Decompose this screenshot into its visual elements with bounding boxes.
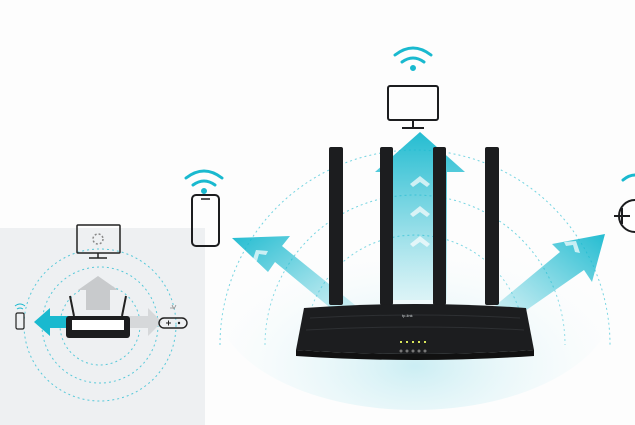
chevron-marks bbox=[252, 176, 580, 262]
router-antennas bbox=[329, 147, 499, 305]
wifi-icon bbox=[184, 46, 635, 194]
small-monitor-icon bbox=[76, 224, 121, 259]
add-device-icon bbox=[614, 199, 635, 233]
status-leds bbox=[400, 341, 426, 343]
game-controller-icon bbox=[158, 304, 188, 329]
brand-logo: tp-link bbox=[402, 313, 413, 318]
status-icons bbox=[399, 349, 427, 353]
right-beam-arrow bbox=[490, 234, 605, 325]
inset-up-arrow bbox=[78, 276, 118, 310]
monitor-icon bbox=[387, 85, 439, 129]
small-phone-icon bbox=[14, 303, 26, 330]
inset-left-arrow bbox=[34, 308, 70, 336]
router: tp-link bbox=[296, 304, 534, 360]
inset-right-arrow bbox=[128, 308, 162, 336]
smartphone-icon bbox=[191, 194, 220, 247]
small-router bbox=[66, 295, 130, 338]
left-beam-arrow bbox=[232, 236, 355, 320]
legacy-router-inset bbox=[0, 224, 205, 425]
